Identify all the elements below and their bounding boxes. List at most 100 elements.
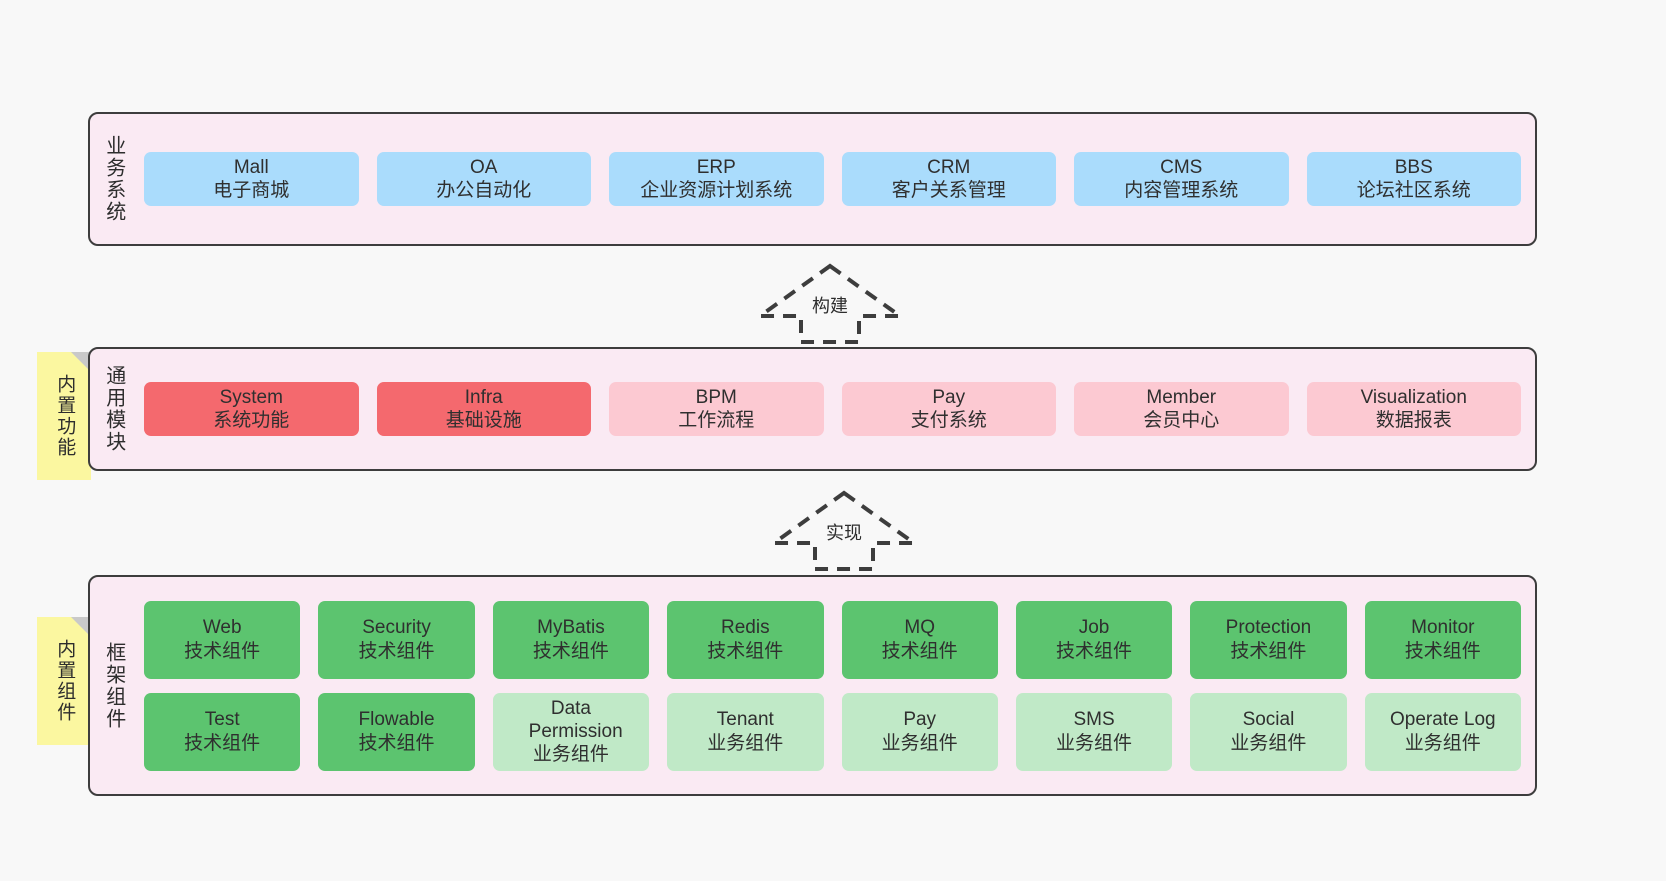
node-mq[interactable]: MQ 技术组件	[841, 600, 998, 679]
node-visualization[interactable]: Visualization 数据报表	[1306, 381, 1521, 437]
node-title: Visualization	[1360, 386, 1467, 408]
node-subtitle: 技术组件	[881, 640, 958, 662]
node-title: Job	[1078, 617, 1110, 639]
node-pay[interactable]: Pay 支付系统	[841, 381, 1056, 437]
layer-common-modules: 通用模块 System 系统功能 Infra 基础设施 BPM 工作流程 Pay…	[88, 347, 1537, 471]
node-subtitle: 技术组件	[184, 732, 261, 754]
node-subtitle: 技术组件	[358, 640, 435, 662]
node-title: CMS	[1160, 156, 1203, 178]
node-title: MQ	[904, 617, 935, 639]
node-title: BBS	[1394, 156, 1433, 178]
node-monitor[interactable]: Monitor 技术组件	[1364, 600, 1521, 679]
node-subtitle: 技术组件	[532, 640, 609, 662]
node-subtitle: 办公自动化	[436, 180, 532, 201]
node-subtitle: 系统功能	[213, 410, 290, 431]
node-social[interactable]: Social 业务组件	[1190, 692, 1347, 771]
layer-label-business-system: 业务系统	[102, 135, 125, 223]
node-subtitle: 工作流程	[678, 410, 755, 431]
node-operate-log[interactable]: Operate Log 业务组件	[1364, 692, 1521, 771]
sticky-note-builtin-component: 内置组件	[37, 617, 91, 745]
node-data-permission[interactable]: Data Permission 业务组件	[492, 692, 650, 771]
node-title: Web	[202, 617, 242, 639]
node-subtitle: 企业资源计划系统	[640, 180, 793, 201]
node-title: ERP	[696, 156, 736, 178]
node-title: Mall	[233, 156, 269, 178]
node-system[interactable]: System 系统功能	[144, 381, 359, 437]
node-flowable[interactable]: Flowable 技术组件	[318, 692, 475, 771]
node-oa[interactable]: OA 办公自动化	[376, 151, 591, 207]
node-title: Test	[204, 709, 240, 731]
node-security[interactable]: Security 技术组件	[318, 600, 475, 679]
node-row: Test 技术组件 Flowable 技术组件 Data Permission …	[144, 692, 1521, 771]
node-subtitle: 技术组件	[358, 732, 435, 754]
node-bpm[interactable]: BPM 工作流程	[609, 381, 824, 437]
node-title: Data Permission	[528, 697, 623, 742]
node-row: Web 技术组件 Security 技术组件 MyBatis 技术组件 Redi…	[144, 600, 1521, 679]
node-cms[interactable]: CMS 内容管理系统	[1074, 151, 1289, 207]
node-title: Monitor	[1411, 617, 1475, 639]
node-title: BPM	[695, 386, 737, 408]
node-title: MyBatis	[537, 617, 605, 639]
node-crm[interactable]: CRM 客户关系管理	[841, 151, 1056, 207]
connector-build-label: 构建	[812, 296, 848, 316]
node-subtitle: 技术组件	[707, 640, 784, 662]
layer-label-framework-components: 框架组件	[102, 641, 125, 730]
layer-body-business-system: Mall 电子商城 OA 办公自动化 ERP 企业资源计划系统 CRM 客户关系…	[136, 114, 1535, 244]
node-subtitle: 电子商城	[213, 180, 290, 201]
node-subtitle: 技术组件	[1056, 640, 1133, 662]
node-row: Mall 电子商城 OA 办公自动化 ERP 企业资源计划系统 CRM 客户关系…	[144, 151, 1521, 207]
connector-implement-label: 实现	[826, 523, 862, 543]
node-row: System 系统功能 Infra 基础设施 BPM 工作流程 Pay 支付系统…	[144, 381, 1521, 437]
node-bbs[interactable]: BBS 论坛社区系统	[1306, 151, 1521, 207]
node-subtitle: 业务组件	[707, 732, 784, 754]
node-subtitle: 论坛社区系统	[1356, 180, 1471, 201]
node-web[interactable]: Web 技术组件	[144, 600, 301, 679]
layer-business-system: 业务系统 Mall 电子商城 OA 办公自动化 ERP 企业资源计划系统 CRM…	[88, 112, 1537, 246]
node-subtitle: 技术组件	[184, 640, 261, 662]
node-title: System	[219, 386, 283, 408]
node-title: Infra	[464, 386, 503, 408]
node-subtitle: 业务组件	[532, 744, 609, 766]
node-title: OA	[470, 156, 498, 178]
node-infra[interactable]: Infra 基础设施	[376, 381, 591, 437]
note-fold-corner	[71, 617, 91, 637]
connector-build-arrow	[755, 262, 905, 346]
node-redis[interactable]: Redis 技术组件	[667, 600, 824, 679]
node-title: Tenant	[716, 709, 774, 731]
layer-label-common-modules: 通用模块	[102, 365, 125, 453]
connector-implement-arrow	[769, 489, 919, 573]
node-title: CRM	[927, 156, 971, 178]
note-fold-corner	[71, 352, 91, 372]
node-subtitle: 业务组件	[881, 732, 958, 754]
node-title: SMS	[1073, 709, 1115, 731]
node-subtitle: 客户关系管理	[891, 180, 1006, 201]
node-sms[interactable]: SMS 业务组件	[1015, 692, 1173, 771]
node-title: Flowable	[358, 709, 435, 731]
node-member[interactable]: Member 会员中心	[1074, 381, 1289, 437]
node-test[interactable]: Test 技术组件	[144, 692, 301, 771]
node-mall[interactable]: Mall 电子商城	[144, 151, 359, 207]
node-subtitle: 支付系统	[910, 410, 987, 431]
node-subtitle: 会员中心	[1143, 410, 1220, 431]
node-title: Pay	[932, 386, 966, 408]
sticky-note-label: 内置功能	[54, 374, 76, 458]
node-title: Operate Log	[1389, 709, 1496, 731]
node-title: Protection	[1225, 617, 1312, 639]
sticky-note-label: 内置组件	[54, 639, 76, 723]
node-tenant[interactable]: Tenant 业务组件	[667, 692, 824, 771]
node-pay-component[interactable]: Pay 业务组件	[841, 692, 998, 771]
node-protection[interactable]: Protection 技术组件	[1190, 600, 1347, 679]
node-job[interactable]: Job 技术组件	[1015, 600, 1173, 679]
node-subtitle: 业务组件	[1404, 732, 1481, 754]
node-title: Member	[1146, 386, 1217, 408]
layer-body-common-modules: System 系统功能 Infra 基础设施 BPM 工作流程 Pay 支付系统…	[136, 349, 1535, 469]
node-erp[interactable]: ERP 企业资源计划系统	[609, 151, 824, 207]
node-mybatis[interactable]: MyBatis 技术组件	[492, 600, 650, 679]
node-subtitle: 数据报表	[1375, 410, 1452, 431]
node-title: Social	[1242, 709, 1295, 731]
node-title: Pay	[903, 709, 937, 731]
node-subtitle: 内容管理系统	[1124, 180, 1239, 201]
node-subtitle: 技术组件	[1230, 640, 1307, 662]
node-subtitle: 业务组件	[1056, 732, 1133, 754]
